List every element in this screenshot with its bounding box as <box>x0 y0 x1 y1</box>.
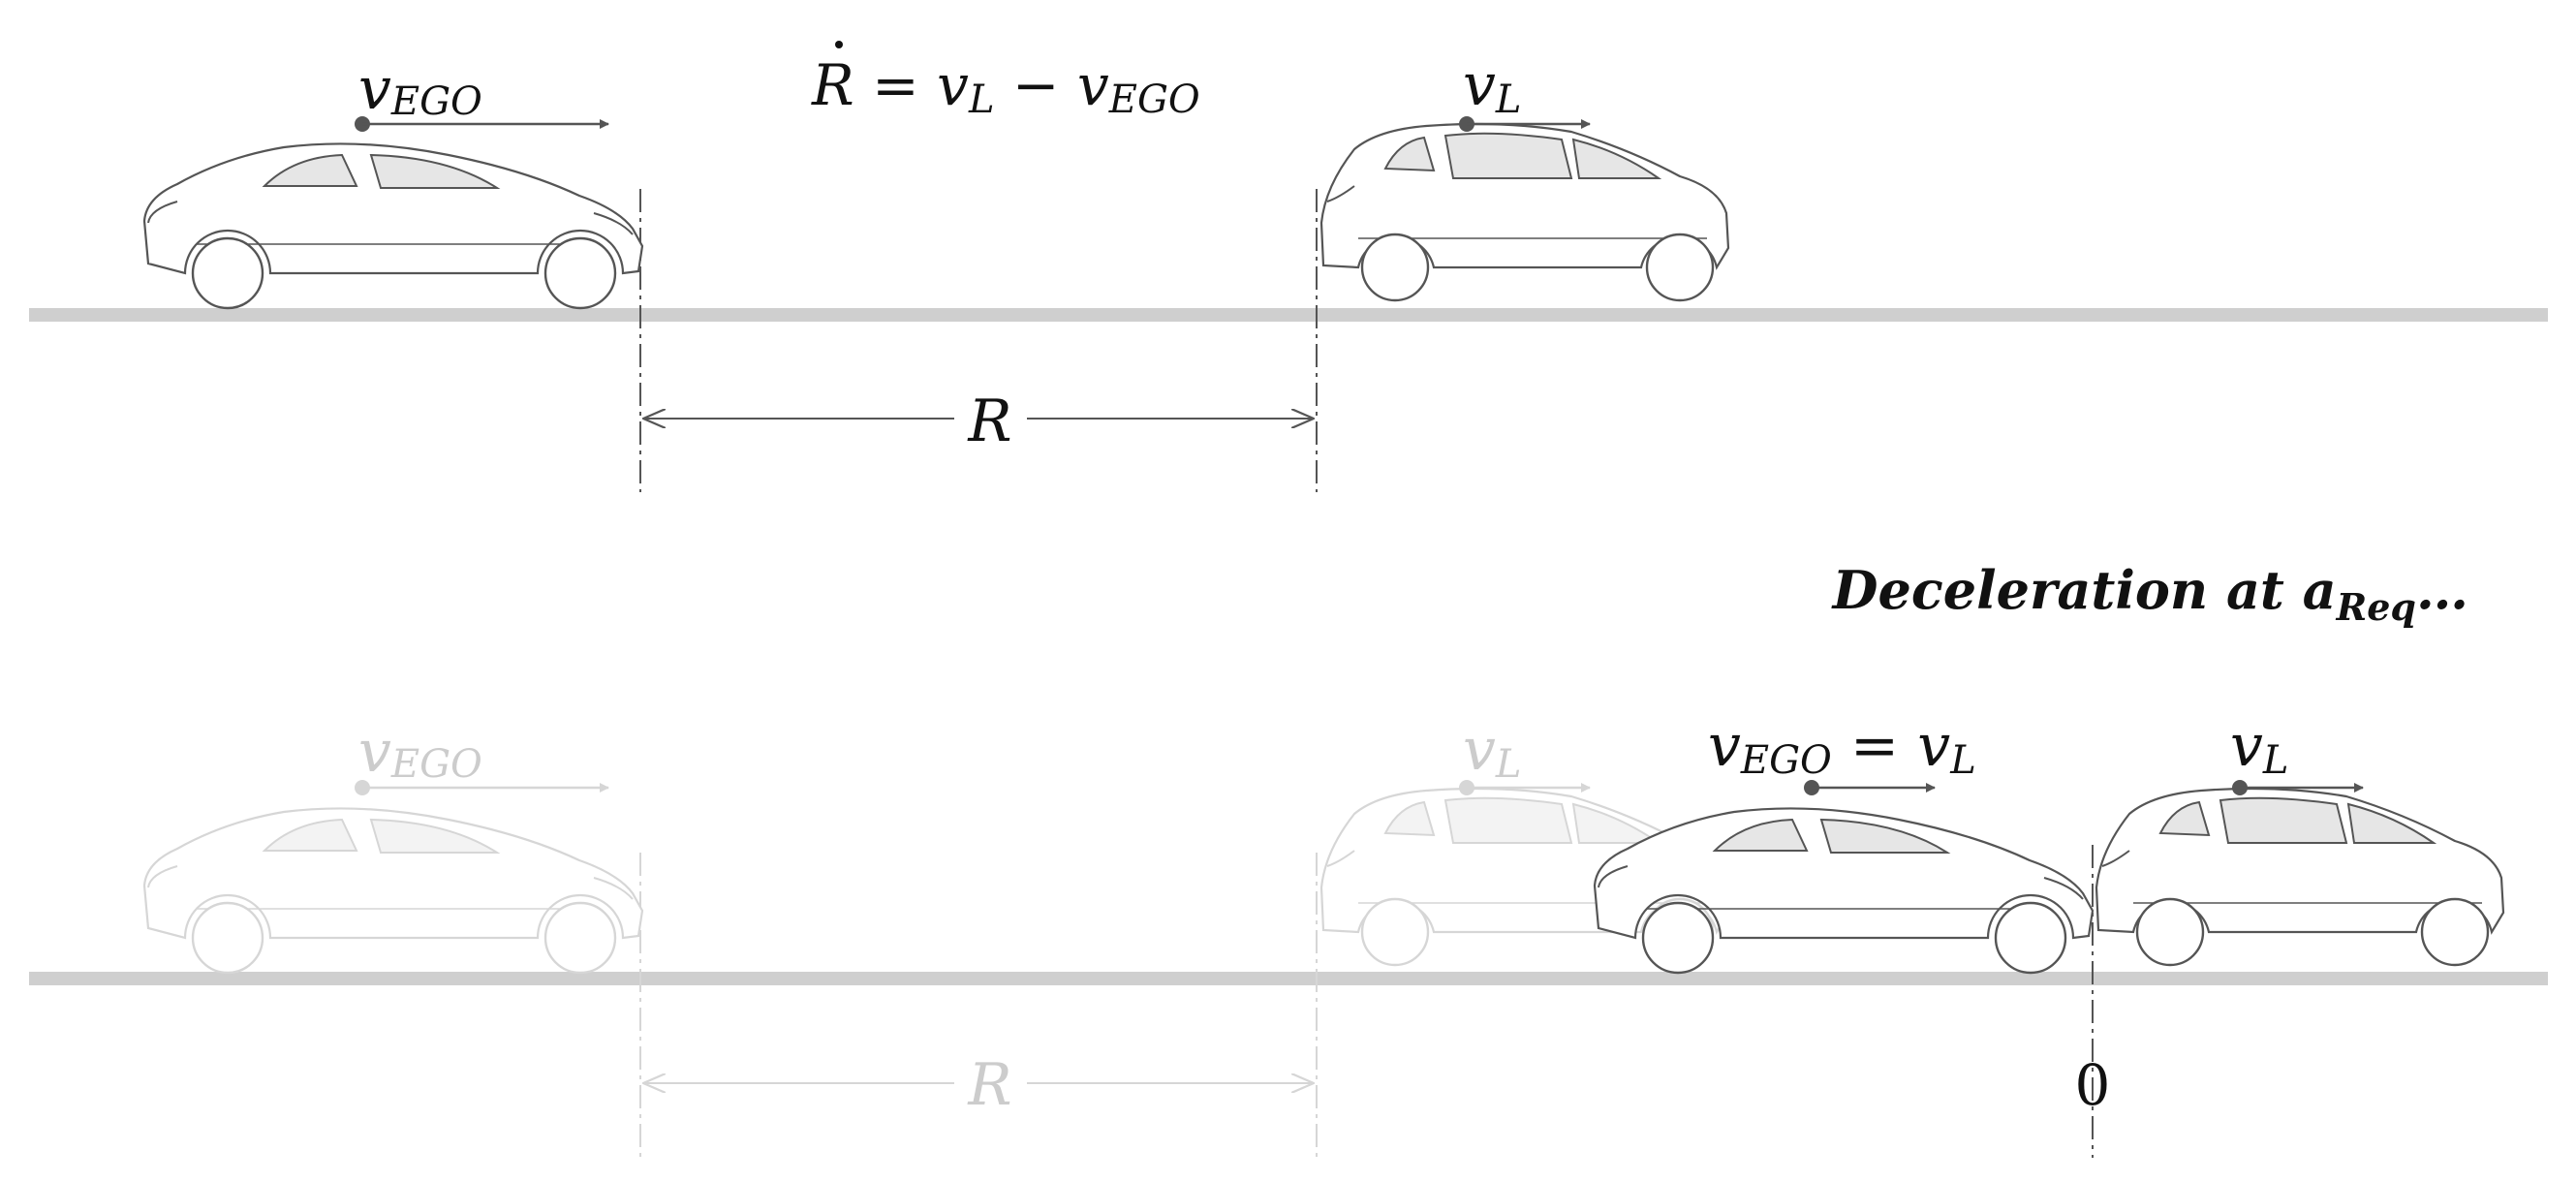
lead-car <box>1319 122 1730 302</box>
ghost-ego-car <box>142 807 644 975</box>
ego-equals-lead-label: vEGO = vL <box>1708 712 1976 783</box>
ghost-ego-velocity-label: vEGO <box>358 718 482 787</box>
deceleration-title: Deceleration at aReq… <box>1831 559 2468 629</box>
road-bottom <box>29 972 2548 985</box>
ego-car-decelerated <box>1593 807 2095 975</box>
road-top <box>29 308 2548 322</box>
ego-car <box>142 142 644 310</box>
range-rate-equation: R = vL − vEGO <box>811 52 1200 122</box>
ghost-lead-velocity-label: vL <box>1463 716 1521 787</box>
top-scene: vEGO R = vL − vEGO vL R <box>29 41 2548 492</box>
range-rate-dot <box>835 41 843 48</box>
range-label: R <box>967 388 1011 455</box>
lead-velocity-label-bottom: vL <box>2230 712 2288 783</box>
bottom-scene: Deceleration at aReq… vEGO vL R <box>29 559 2548 1158</box>
zero-range-label: 0 <box>2075 1052 2111 1118</box>
ego-velocity-label: vEGO <box>358 55 482 124</box>
lead-velocity-label: vL <box>1463 51 1521 122</box>
ghost-range-label: R <box>967 1051 1011 1119</box>
lead-car-current <box>2095 787 2505 967</box>
